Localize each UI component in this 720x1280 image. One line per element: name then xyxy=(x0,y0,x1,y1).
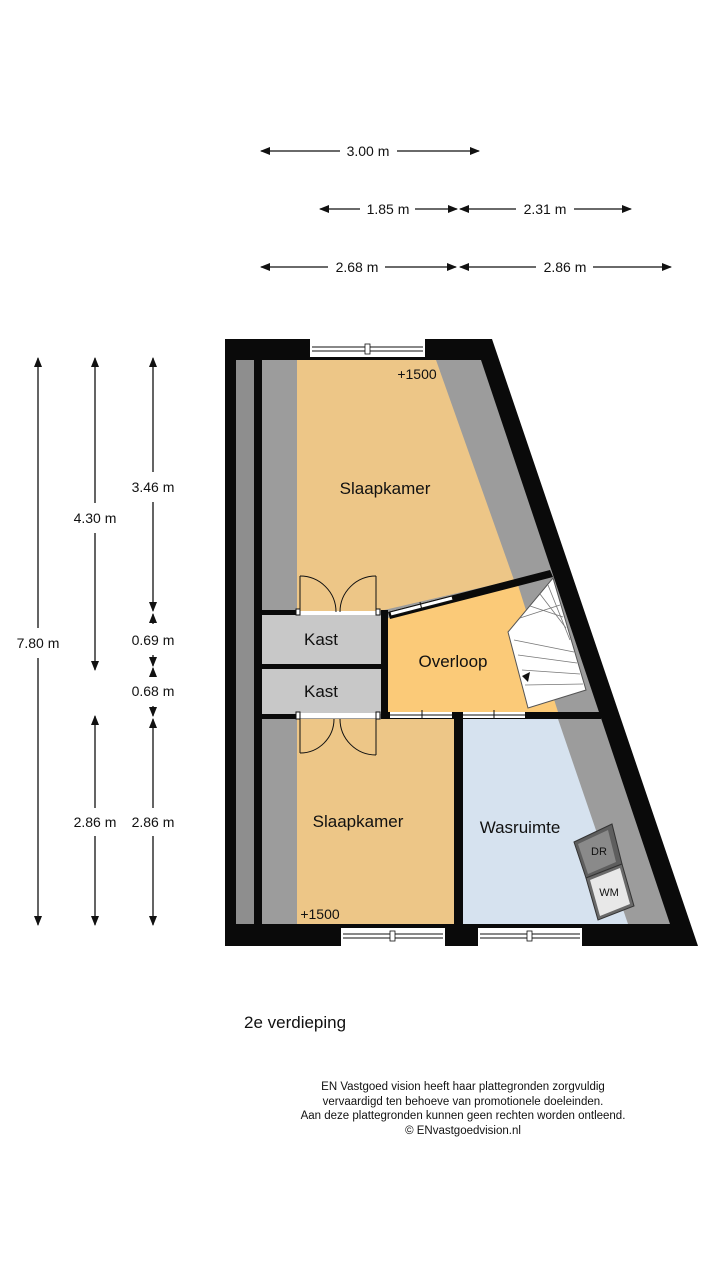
room-label-closet-2: Kast xyxy=(304,682,338,701)
window-top xyxy=(310,339,425,357)
dimension-label: 3.00 m xyxy=(347,143,390,159)
dimension-label: 4.30 m xyxy=(74,510,117,526)
wall-closet-bottom xyxy=(262,714,298,719)
room-bedroom-top xyxy=(297,360,514,611)
dimension-label: 0.68 m xyxy=(132,683,175,699)
dimension-inner-1: 3.46 m xyxy=(132,357,175,612)
sliding-door-laundry xyxy=(390,710,525,719)
window-bottom-right xyxy=(478,928,582,946)
credits-line: EN Vastgoed vision heeft haar plattegron… xyxy=(321,1081,605,1093)
dimension-top-overall: 3.00 m xyxy=(260,143,480,159)
dimension-top-mid-left: 1.85 m xyxy=(319,201,458,217)
dimension-label: 2.68 m xyxy=(336,259,379,275)
height-marker-top: +1500 xyxy=(397,366,437,382)
closet-door-bottom xyxy=(295,711,381,756)
wall-left-inner xyxy=(254,360,262,924)
wall-closet-top xyxy=(262,610,298,615)
dimension-label: 2.31 m xyxy=(524,201,567,217)
room-label-closet-1: Kast xyxy=(304,630,338,649)
credits-line: vervaardigd ten behoeve van promotionele… xyxy=(322,1095,604,1108)
room-label-bedroom-bottom: Slaapkamer xyxy=(313,812,404,831)
dimension-label: 3.46 m xyxy=(132,479,175,495)
washer-label: WM xyxy=(599,887,619,899)
wall-closet-mid xyxy=(262,664,388,669)
door-gap-bottom xyxy=(298,713,380,718)
room-label-laundry: Wasruimte xyxy=(480,818,561,837)
stair-treads xyxy=(513,584,584,686)
credits-line: © ENvastgoedvision.nl xyxy=(405,1124,521,1137)
dimension-label: 2.86 m xyxy=(74,814,117,830)
credits-block: EN Vastgoed vision heeft haar plattegron… xyxy=(262,1080,664,1138)
wall-laundry-left xyxy=(454,712,463,924)
room-label-landing: Overloop xyxy=(419,652,488,671)
door-gap-top xyxy=(298,611,380,615)
window-bottom-left xyxy=(341,928,445,946)
dimension-left-lower: 2.86 m xyxy=(74,715,117,926)
dimension-top-low-right: 2.86 m xyxy=(459,259,672,275)
wall-landing-diagonal xyxy=(388,570,553,619)
floor-label: 2e verdieping xyxy=(244,1013,347,1032)
dimension-label: 7.80 m xyxy=(17,635,60,651)
dimension-left-upper: 4.30 m xyxy=(74,357,117,671)
sliding-door-landing xyxy=(389,595,454,617)
dimension-label: 0.69 m xyxy=(132,632,175,648)
credits-line: Aan deze plattegronden kunnen geen recht… xyxy=(300,1110,626,1122)
dimension-left-total: 7.80 m xyxy=(17,357,60,926)
wall-closet-right xyxy=(381,610,388,719)
dimension-top-mid-right: 2.31 m xyxy=(459,201,632,217)
dryer-icon: DR xyxy=(573,823,623,879)
height-marker-bottom: +1500 xyxy=(300,906,340,922)
dimension-label: 1.85 m xyxy=(367,201,410,217)
washer-icon: WM xyxy=(585,863,635,921)
stair-arrow-icon xyxy=(522,672,530,682)
dimension-inner-4: 2.86 m xyxy=(132,718,175,926)
dimension-inner-3: 0.68 m xyxy=(132,667,175,717)
dimension-top-low-left: 2.68 m xyxy=(260,259,457,275)
room-landing xyxy=(388,585,558,712)
dryer-label: DR xyxy=(591,846,607,858)
closet-door-top xyxy=(295,575,381,616)
room-closet-1 xyxy=(262,615,381,664)
room-label-bedroom-top: Slaapkamer xyxy=(340,479,431,498)
room-closet-2 xyxy=(262,669,381,714)
knee-wall-left xyxy=(236,360,254,924)
dimension-inner-2: 0.69 m xyxy=(132,613,175,667)
dimension-label: 2.86 m xyxy=(132,814,175,830)
dimension-label: 2.86 m xyxy=(544,259,587,275)
